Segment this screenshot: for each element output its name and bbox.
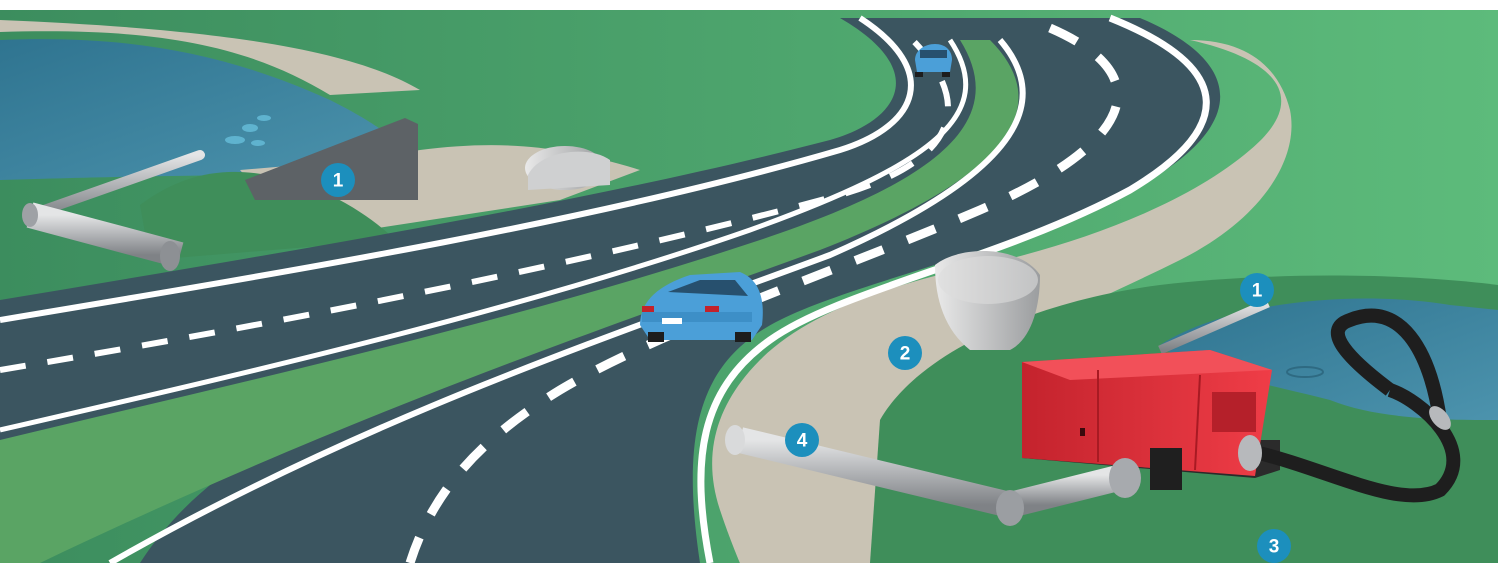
marker-1-left-label: 1 (333, 171, 344, 192)
marker-4-label: 4 (797, 431, 808, 452)
marker-4: 4 (785, 423, 819, 457)
marker-3-label: 3 (1269, 537, 1280, 558)
marker-1-right-label: 1 (1252, 281, 1263, 302)
marker-3: 3 (1257, 529, 1291, 563)
marker-1-left: 1 (321, 163, 355, 197)
top-white-band (0, 0, 1498, 10)
marker-2-label: 2 (900, 344, 911, 365)
marker-1-right: 1 (1240, 273, 1274, 307)
marker-2: 2 (888, 336, 922, 370)
